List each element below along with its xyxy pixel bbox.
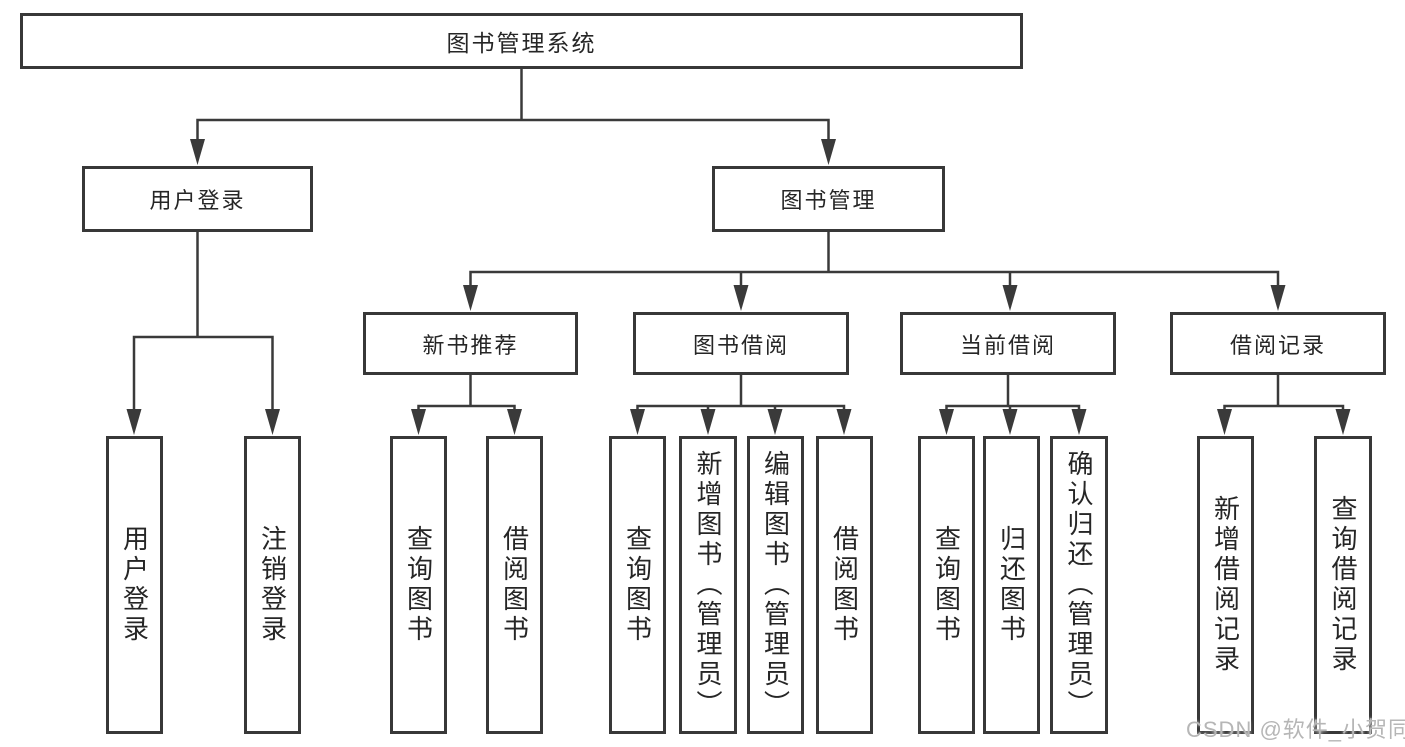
node-label: 新增借阅记录	[1210, 495, 1241, 675]
leaf-add-books-admin: 新增图书（管理员）	[679, 436, 737, 734]
node-borrowing-records: 借阅记录	[1170, 312, 1386, 375]
leaf-return-books: 归还图书	[983, 436, 1040, 734]
node-current-borrowing: 当前借阅	[900, 312, 1116, 375]
node-label: 归还图书	[996, 525, 1027, 645]
leaf-newbook-borrow-books: 借阅图书	[486, 436, 543, 734]
leaf-logout: 注销登录	[244, 436, 301, 734]
leaf-edit-books-admin: 编辑图书（管理员）	[747, 436, 804, 734]
node-label: 用户登录	[149, 188, 246, 213]
node-label: 用户登录	[119, 525, 150, 645]
leaf-current-query-books: 查询图书	[918, 436, 975, 734]
node-label: 当前借阅	[959, 332, 1056, 358]
node-label: 注销登录	[257, 525, 288, 645]
node-label: 新书推荐	[422, 332, 519, 358]
node-label: 查询图书	[403, 525, 434, 645]
leaf-confirm-return-admin: 确认归还（管理员）	[1050, 436, 1108, 734]
node-label: 借阅图书	[499, 525, 530, 645]
leaf-borrow-query-books: 查询图书	[609, 436, 666, 734]
arrowheads	[126, 139, 1351, 435]
leaf-query-borrow-record: 查询借阅记录	[1314, 436, 1372, 734]
node-label: 确认归还（管理员）	[1064, 450, 1094, 720]
leaf-newbook-query-books: 查询图书	[390, 436, 447, 734]
node-book-borrowing: 图书借阅	[633, 312, 849, 375]
node-label: 图书管理	[780, 188, 877, 213]
leaf-borrow-books: 借阅图书	[816, 436, 873, 734]
csdn-watermark: CSDN @软件_小贺同学	[1186, 717, 1405, 742]
node-label: 借阅记录	[1229, 332, 1326, 358]
leaf-user-login: 用户登录	[106, 436, 163, 734]
node-label: 查询借阅记录	[1328, 495, 1358, 675]
node-label: 图书管理系统	[446, 30, 597, 56]
leaf-add-borrow-record: 新增借阅记录	[1197, 436, 1254, 734]
node-label: 编辑图书（管理员）	[760, 450, 791, 720]
node-label: 借阅图书	[829, 525, 860, 645]
node-library-management-system: 图书管理系统	[20, 13, 1023, 69]
node-label: 图书借阅	[692, 332, 789, 358]
node-new-book-recommend: 新书推荐	[363, 312, 578, 375]
node-user-login: 用户登录	[82, 166, 313, 232]
node-label: 新增图书（管理员）	[693, 450, 723, 720]
node-book-management: 图书管理	[712, 166, 945, 232]
node-label: 查询图书	[622, 525, 653, 645]
node-label: 查询图书	[931, 525, 962, 645]
